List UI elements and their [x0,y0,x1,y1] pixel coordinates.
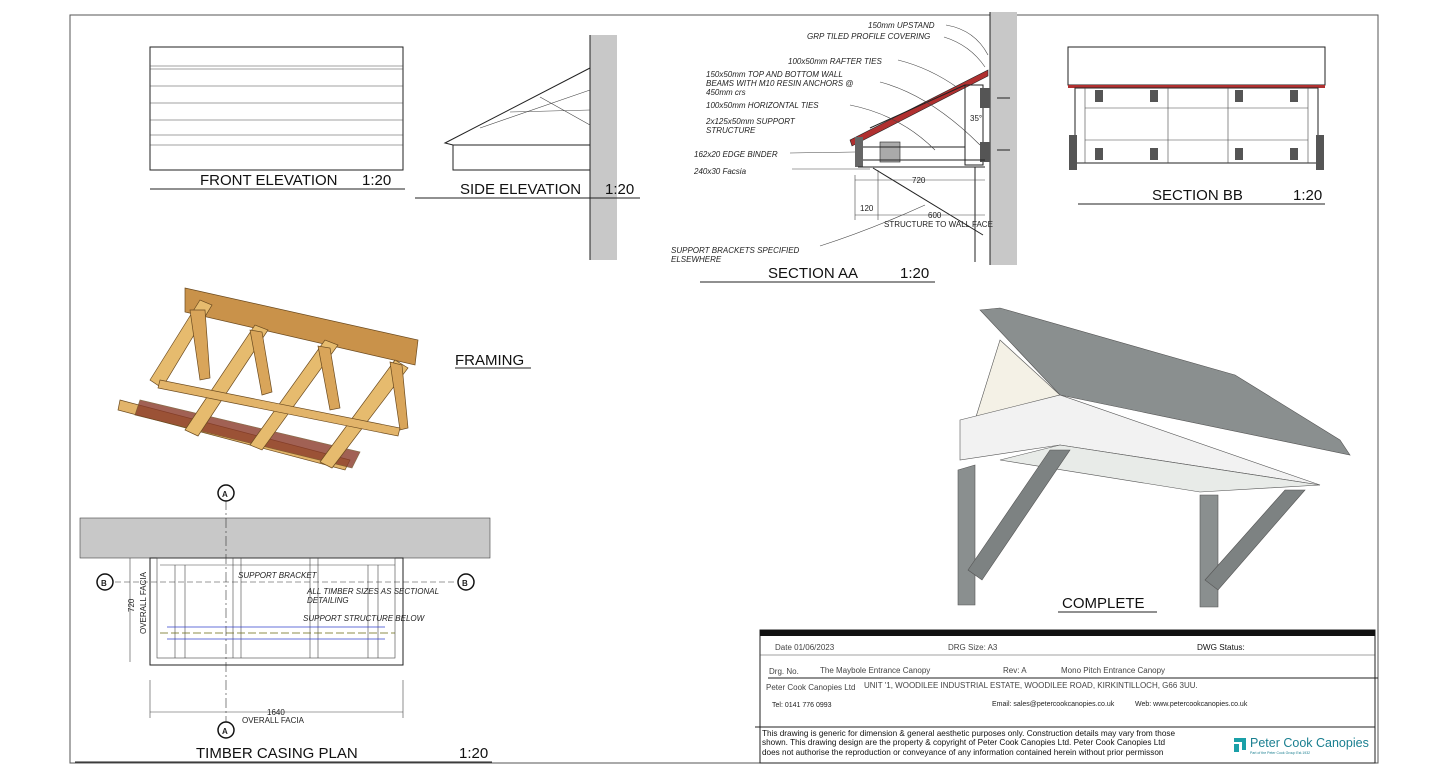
tb-drg-size: DRG Size: A3 [948,643,998,652]
side-elevation-title: SIDE ELEVATION [460,181,581,198]
dim-angle: 35° [970,114,982,123]
front-elevation: FRONT ELEVATION 1:20 [149,46,405,190]
front-elevation-title: FRONT ELEVATION [200,172,338,189]
section-bb: SECTION BB 1:20 [1067,46,1326,205]
tb-address: UNIT '1, WOODILEE INDUSTRIAL ESTATE, WOO… [864,681,1198,690]
note-brackets-2: ELSEWHERE [671,255,722,264]
note-facsia: 240x30 Facsia [693,167,747,176]
tb-drg-no-label: Drg. No. [769,667,799,676]
dim-plan-width-label: OVERALL FACIA [242,716,305,725]
tb-tel: Tel: 0141 776 0993 [772,702,832,709]
timber-plan-title: TIMBER CASING PLAN [196,745,358,762]
tb-disclaimer-3: does not authorise the reproduction or c… [762,748,1164,757]
note-support-structure-2: STRUCTURE [706,126,756,135]
tb-disclaimer-1: This drawing is generic for dimension & … [762,729,1176,738]
logo-mark-icon [1234,738,1246,752]
tb-web: Web: www.petercookcanopies.co.uk [1135,701,1248,708]
side-elevation: SIDE ELEVATION 1:20 [415,35,640,260]
note-horizontal-ties: 100x50mm HORIZONTAL TIES [706,101,819,110]
dim-plan-depth-label: OVERALL FACIA [139,571,148,634]
framing-3d-view [117,287,419,471]
framing-title: FRAMING [455,352,524,369]
side-elevation-scale: 1:20 [605,181,634,198]
timber-plan-scale: 1:20 [459,745,488,762]
dim-600: 600 [928,211,942,220]
section-aa: 720 120 600 STRUCTURE TO WALL FACE 35° 1… [671,12,1017,283]
note-wall-beams-1: 150x50mm TOP AND BOTTOM WALL [706,70,843,79]
note-timber-sizes-2: DETAILING [307,596,349,605]
dim-120: 120 [860,204,874,213]
logo-subtext: Part of the Peter Cook Group Est.1932 [1250,751,1310,755]
dim-720: 720 [912,176,926,185]
sheet-border [69,14,1379,764]
note-wall-beams-2: BEAMS WITH M10 RESIN ANCHORS @ [706,79,853,88]
note-wall-beams-3: 450mm crs [706,88,746,97]
section-bb-title: SECTION BB [1152,187,1243,204]
dim-plan-720: 720 [127,598,136,612]
note-brackets-1: SUPPORT BRACKETS SPECIFIED [671,246,800,255]
note-support-bracket: SUPPORT BRACKET [238,571,318,580]
tb-email: Email: sales@petercookcanopies.co.uk [992,701,1115,708]
logo: Peter Cook Canopies Part of the Peter Co… [1234,736,1369,755]
tb-date: Date 01/06/2023 [775,643,835,652]
note-edge-binder: 162x20 EDGE BINDER [694,150,778,159]
dim-structure-label: STRUCTURE TO WALL FACE [884,220,993,229]
dim-plan-1640: 1640 [267,708,285,717]
tb-disclaimer-2: shown. This drawing design are the prope… [762,738,1166,747]
note-support-structure-below: SUPPORT STRUCTURE BELOW [303,614,426,623]
section-bb-scale: 1:20 [1293,187,1322,204]
logo-text: Peter Cook Canopies [1250,736,1369,750]
section-a-marker-top: A [222,490,228,499]
note-rafter-ties: 100x50mm RAFTER TIES [788,57,882,66]
tb-company: Peter Cook Canopies Ltd [766,683,855,692]
note-support-structure-1: 2x125x50mm SUPPORT [705,117,796,126]
note-timber-sizes-1: ALL TIMBER SIZES AS SECTIONAL [306,587,439,596]
complete-3d-view [957,307,1351,608]
note-upstand: 150mm UPSTAND [868,21,935,30]
section-aa-scale: 1:20 [900,265,929,282]
tb-drg-no: The Maybole Entrance Canopy [820,666,930,675]
tb-description: Mono Pitch Entrance Canopy [1061,666,1165,675]
timber-casing-plan: A A B B SUPPORT BRACKET ALL TIMBER SIZES… [75,484,492,763]
section-b-marker-left: B [101,579,107,588]
tb-rev: Rev: A [1003,666,1027,675]
title-block: Date 01/06/2023 DRG Size: A3 DWG Status:… [755,629,1378,764]
section-aa-title: SECTION AA [768,265,858,282]
section-a-marker-bottom: A [222,727,228,736]
front-elevation-scale: 1:20 [362,172,391,189]
section-b-marker-right: B [462,579,468,588]
note-grp-covering: GRP TILED PROFILE COVERING [807,32,930,41]
complete-title: COMPLETE [1062,595,1145,612]
tb-dwg-status: DWG Status: [1197,643,1245,652]
